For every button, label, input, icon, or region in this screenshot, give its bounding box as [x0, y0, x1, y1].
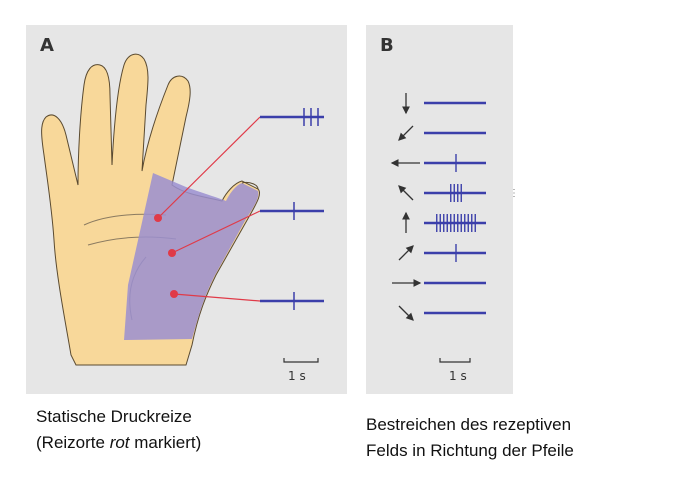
- hand-diagram: [41, 53, 324, 366]
- scale-label-a: 1 s: [288, 369, 306, 383]
- caption-left-prefix: (Reizorte: [36, 433, 110, 452]
- spike-trains-a: [260, 108, 324, 310]
- caption-right-line1: Bestreichen des rezeptiven: [366, 415, 572, 434]
- caption-right: Bestreichen des rezeptiven Felds in Rich…: [366, 412, 574, 464]
- connector-line-1: [157, 116, 261, 219]
- caption-left-suffix: markiert): [129, 433, 202, 452]
- stimulus-point-2: [168, 249, 176, 257]
- caption-left-line2: (Reizorte rot markiert): [36, 430, 201, 456]
- connector-line-2: [171, 210, 261, 254]
- stimulus-point-3: [170, 290, 178, 298]
- stray-mark: ⋮: [509, 188, 519, 199]
- thumb-outline: [241, 182, 259, 190]
- direction-rows: [390, 93, 486, 321]
- caption-left-line1: Statische Druckreize: [36, 407, 192, 426]
- down-right-arrow: [398, 305, 414, 321]
- up-right-arrow: [398, 245, 414, 261]
- panel-b: B 1 s: [366, 25, 513, 394]
- connector-line-3: [173, 293, 261, 302]
- caption-left-emphasis: rot: [109, 433, 130, 452]
- caption-right-line2: Felds in Richtung der Pfeile: [366, 441, 574, 460]
- scale-bar-a: [283, 358, 319, 363]
- scale-bar-b: [439, 358, 471, 363]
- stimulus-point-1: [154, 214, 162, 222]
- panel-b-letter: B: [380, 35, 394, 56]
- up-left-arrow: [398, 185, 414, 201]
- down-left-arrow: [398, 125, 414, 141]
- panel-a-letter: A: [40, 35, 54, 56]
- panel-a: A 1 s: [26, 25, 347, 394]
- scale-label-b: 1 s: [449, 369, 467, 383]
- caption-left: Statische Druckreize (Reizorte rot marki…: [36, 404, 201, 456]
- direction-diagram: [390, 93, 486, 363]
